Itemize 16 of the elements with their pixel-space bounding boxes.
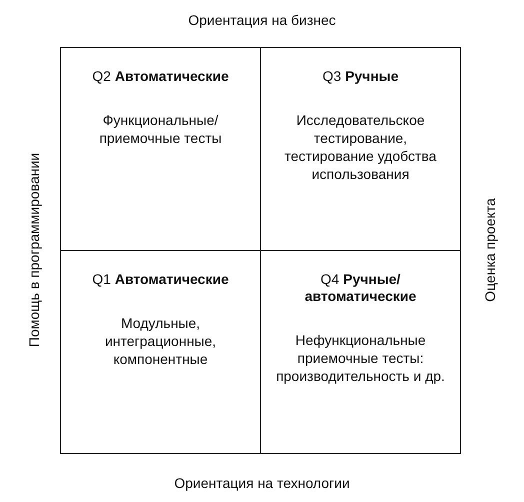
quadrant-heading: Q3 Ручные [321,68,400,85]
quadrant-description: Функциональные/ приемочные тесты [98,111,223,147]
quadrant-description: Исследовательское тестирование, тестирование удобства использования [284,111,438,183]
quadrant-heading: Q2 Автоматические [91,68,230,85]
quadrant-description: Нефункциональные приемочные тесты: производительность и др. [275,331,446,385]
axis-label: Ориентация на технологии [174,475,350,491]
quadrant-box [60,47,261,251]
quadrant-box [60,250,261,454]
quadrant-description: Модульные, интеграционные, компонентные [104,314,218,368]
axis-label: Помощь в программировании [26,152,42,348]
quadrant-box [260,250,461,454]
quadrant-heading: Q1 Автоматические [91,271,230,288]
quadrant-heading: Q4 Ручные/ автоматические [304,271,418,305]
axis-label: Оценка проекта [482,198,498,302]
quadrant-box [260,47,461,251]
axis-label: Ориентация на бизнес [188,12,336,28]
